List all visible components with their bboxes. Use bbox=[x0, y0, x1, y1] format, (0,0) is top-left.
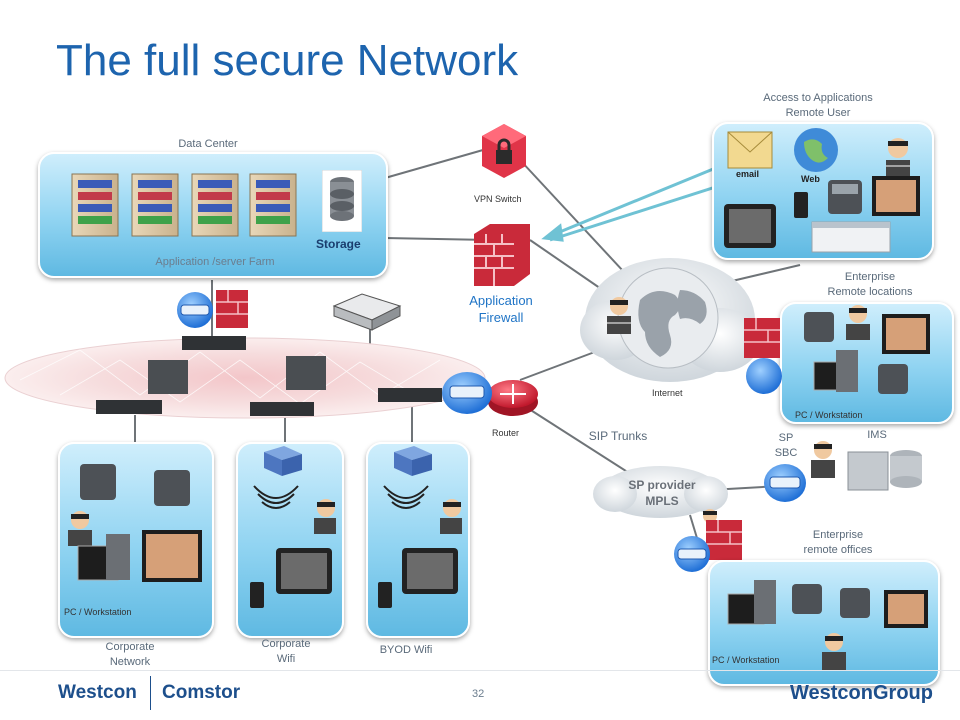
corporate-network-label: Corporate Network bbox=[105, 641, 155, 668]
pc-workstation-remote-locations-label: PC / Workstation bbox=[795, 410, 863, 420]
pc-workstation-offices-label: PC / Workstation bbox=[712, 655, 780, 665]
sp-provider-cloud bbox=[593, 466, 728, 518]
desk-phone-icon bbox=[878, 364, 908, 394]
westcon-logo: Westcon bbox=[58, 682, 137, 703]
sbc-icon-lan bbox=[442, 372, 492, 414]
logo-divider bbox=[150, 676, 151, 710]
core-switch-icon bbox=[148, 356, 326, 394]
remote-user-label: Access to Applications Remote User bbox=[763, 92, 873, 119]
westcongroup-logo: WestconGroup bbox=[790, 682, 933, 704]
corporate-network-devices bbox=[68, 464, 202, 582]
phone-icon bbox=[794, 192, 808, 218]
sip-trunks-label: SIP Trunks bbox=[588, 429, 648, 443]
vpn-switch-label: VPN Switch bbox=[474, 194, 522, 204]
internet-label: Internet bbox=[652, 388, 683, 398]
pc-workstation-icon bbox=[77, 534, 130, 581]
desk-phone-icon bbox=[154, 470, 190, 506]
tablet-icon bbox=[276, 548, 332, 594]
footer-line bbox=[0, 670, 960, 671]
wifi-signal-icon bbox=[383, 485, 429, 509]
remote-offices-devices bbox=[727, 580, 928, 670]
comstor-logo: Comstor bbox=[162, 682, 241, 703]
tablet-icon bbox=[402, 548, 458, 594]
page-title: The full secure Network bbox=[56, 36, 519, 85]
enterprise-remote-offices-label: Enterprise remote offices bbox=[803, 529, 873, 556]
server-farm bbox=[71, 173, 297, 237]
email-icon bbox=[727, 131, 773, 169]
access-point-icon bbox=[264, 446, 302, 476]
pc-workstation-icon bbox=[727, 580, 776, 625]
phone-icon bbox=[250, 582, 264, 608]
internet-cloud bbox=[580, 258, 760, 382]
router-icon bbox=[488, 380, 538, 416]
intruder-icon bbox=[440, 499, 462, 534]
phone-icon bbox=[378, 582, 392, 608]
ims-label: IMS bbox=[867, 429, 887, 441]
storage-icon bbox=[322, 170, 362, 232]
softphone-window-icon bbox=[811, 221, 891, 253]
email-icon-label: email bbox=[736, 169, 760, 179]
app-firewall-icon bbox=[474, 224, 530, 286]
pc-workstation-icon bbox=[813, 350, 858, 392]
intruder-icon bbox=[846, 305, 870, 340]
intruder-icon bbox=[314, 499, 336, 534]
remote-offices-security bbox=[674, 509, 742, 572]
video-screen-icon bbox=[872, 176, 920, 216]
intruder-icon-remote-user bbox=[886, 138, 910, 176]
pc-workstation-corporate-label: PC / Workstation bbox=[64, 607, 132, 617]
intruder-icon-sbc bbox=[811, 441, 835, 478]
app-server-farm-label: Application /server Farm bbox=[155, 256, 275, 268]
intruder-icon bbox=[822, 633, 846, 670]
server-rack-3 bbox=[191, 173, 239, 237]
storage-label: Storage bbox=[316, 237, 361, 251]
corporate-wifi-label: Corporate Wifi bbox=[261, 638, 311, 665]
sbc-icon-datacenter bbox=[177, 292, 213, 328]
page-number: 32 bbox=[472, 688, 485, 700]
video-screen-icon bbox=[142, 530, 202, 582]
web-icon-label: Web bbox=[801, 174, 820, 184]
enterprise-remote-locations-label: Enterprise Remote locations bbox=[827, 271, 913, 298]
router-label: Router bbox=[492, 428, 520, 438]
desk-phone-icon bbox=[792, 584, 822, 614]
firewall-icon-datacenter bbox=[216, 290, 248, 328]
web-icon bbox=[794, 128, 838, 172]
server-rack-4 bbox=[249, 173, 297, 237]
remote-user-devices bbox=[724, 128, 920, 253]
server-rack-2 bbox=[131, 173, 179, 237]
vpn-switch-icon bbox=[482, 124, 526, 178]
firewall-icon-remote-locations bbox=[744, 318, 780, 358]
tablet-icon bbox=[724, 204, 776, 248]
lan-core-devices bbox=[96, 290, 442, 416]
firewall-icon-remote-offices bbox=[706, 520, 742, 560]
desk-phone-icon bbox=[804, 312, 834, 342]
sp-provider-label: SP provider MPLS bbox=[628, 478, 696, 508]
intruder-icon bbox=[68, 511, 92, 546]
data-center-label: Data Center bbox=[178, 138, 238, 150]
sbc-icon-remote-offices bbox=[674, 536, 710, 572]
access-point-icon bbox=[394, 446, 432, 476]
ims-server-icon bbox=[847, 450, 922, 491]
byod-wifi-label: BYOD Wifi bbox=[379, 644, 433, 656]
sp-sbc-icon bbox=[764, 464, 806, 502]
appliance-icon bbox=[332, 293, 402, 331]
switch-icon bbox=[96, 336, 442, 416]
wifi-signal-icon bbox=[253, 485, 299, 509]
video-screen-icon bbox=[884, 590, 928, 628]
desk-phone-icon bbox=[80, 464, 116, 500]
server-rack-1 bbox=[71, 173, 119, 237]
intruder-icon bbox=[703, 509, 717, 523]
app-firewall-label: Application Firewall bbox=[469, 293, 533, 325]
intruder-icon-internet bbox=[607, 297, 631, 334]
corporate-wifi-devices bbox=[250, 446, 336, 608]
desk-phone-icon bbox=[840, 588, 870, 618]
sp-sbc-label: SP SBC bbox=[774, 432, 798, 459]
remote-locations-devices bbox=[744, 305, 930, 394]
video-screen-icon bbox=[882, 314, 930, 354]
byod-wifi-devices bbox=[378, 446, 462, 608]
sbc-icon-remote-locations bbox=[746, 358, 782, 394]
desk-phone-icon bbox=[828, 180, 862, 214]
